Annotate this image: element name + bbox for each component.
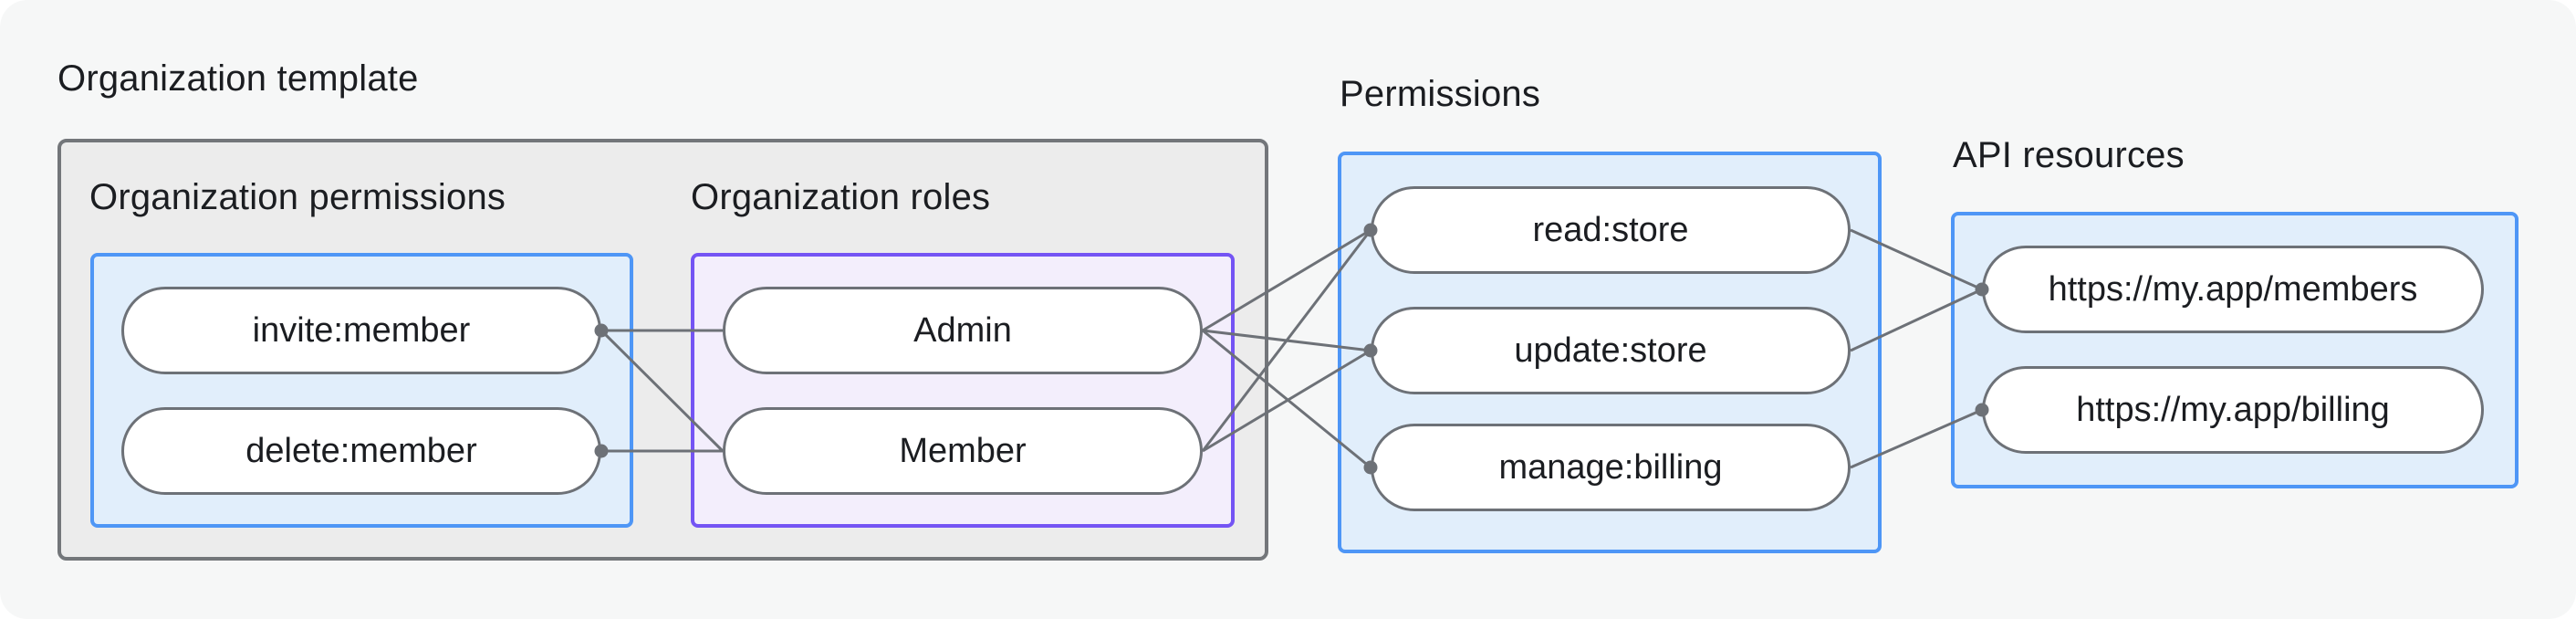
permissions-title: Permissions: [1340, 74, 1541, 114]
node-members-api-url: https://my.app/members: [1982, 246, 2484, 333]
node-update-store: update:store: [1371, 307, 1851, 394]
organization-roles-title: Organization roles: [691, 177, 991, 217]
node-admin-role: Admin: [723, 287, 1203, 374]
node-read-store: read:store: [1371, 186, 1851, 274]
node-billing-api-url: https://my.app/billing: [1982, 366, 2484, 454]
node-invite-member: invite:member: [121, 287, 601, 374]
organization-permissions-title: Organization permissions: [89, 177, 506, 217]
node-member-role: Member: [723, 407, 1203, 495]
node-manage-billing: manage:billing: [1371, 424, 1851, 511]
node-delete-member: delete:member: [121, 407, 601, 495]
organization-template-title: Organization template: [57, 58, 419, 99]
api-resources-title: API resources: [1953, 135, 2185, 175]
